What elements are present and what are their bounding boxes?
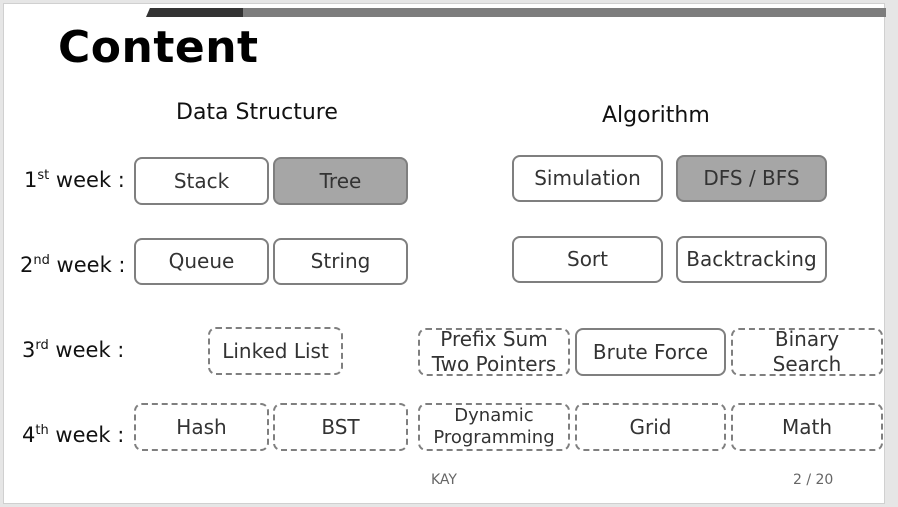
week-label-4: 4th week : [22,423,125,447]
topic-binary-search: Binary Search [731,327,883,376]
topic-dynamic-programming: Dynamic Programming [418,403,570,451]
topic-string: String [273,238,408,285]
topic-tree: Tree [273,157,408,205]
footer-page-number: 2 / 20 [793,472,834,488]
topic-queue: Queue [134,238,269,285]
topic-backtracking: Backtracking [676,236,827,283]
topic-grid: Grid [575,403,726,451]
week-label-1: 1st week : [24,168,125,192]
slide-title: Content [58,22,259,73]
topic-math: Math [731,403,883,451]
topic-bst: BST [273,403,408,451]
topic-prefix-sum-two-pointers: Prefix Sum Two Pointers [418,327,570,376]
top-accent-bar-gray [243,8,886,17]
heading-data-structure: Data Structure [176,100,338,125]
topic-simulation: Simulation [512,155,663,202]
top-accent-bar-dark [146,8,244,17]
heading-algorithm: Algorithm [602,103,710,128]
footer-author: KAY [431,472,457,488]
topic-brute-force: Brute Force [575,328,726,376]
week-label-3: 3rd week : [22,338,125,362]
topic-hash: Hash [134,403,269,451]
week-label-2: 2nd week : [20,253,126,277]
topic-stack: Stack [134,157,269,205]
topic-dfs-bfs: DFS / BFS [676,155,827,202]
topic-linked-list: Linked List [208,327,343,375]
topic-sort: Sort [512,236,663,283]
